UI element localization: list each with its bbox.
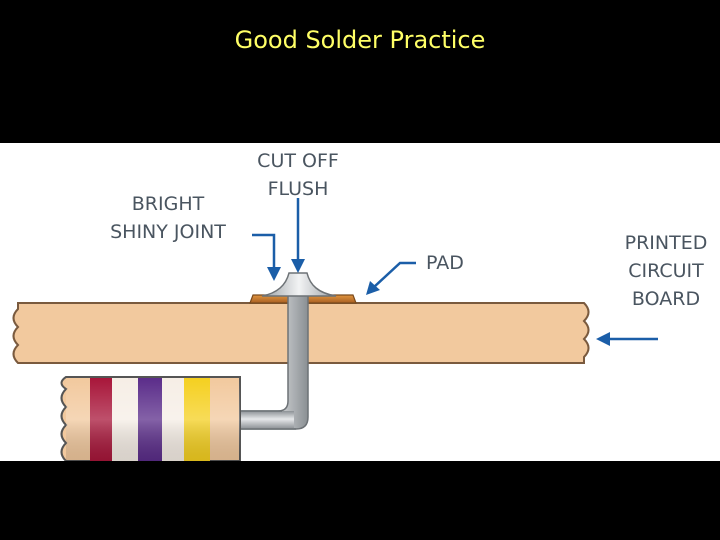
resistor-shading [66, 378, 240, 461]
solder-diagram: CUT OFF FLUSH BRIGHT SHINY JOINT PAD PRI… [0, 143, 720, 461]
label-cut-off-line1: CUT OFF [257, 150, 339, 172]
lead-horizontal [238, 411, 294, 429]
arrow-circuit-board [596, 332, 658, 346]
arrow-bright-joint [252, 233, 281, 281]
label-pcb-line1: PRINTED [625, 232, 708, 254]
label-pad: PAD [426, 252, 464, 274]
slide-title: Good Solder Practice [234, 26, 486, 54]
label-pcb-line2: CIRCUIT [628, 260, 704, 282]
label-pcb-line3: BOARD [632, 288, 700, 310]
label-bright-line1: BRIGHT [132, 193, 205, 215]
label-cut-off-line2: FLUSH [268, 178, 329, 200]
solder-joint [261, 272, 337, 297]
arrow-cut-off [291, 198, 305, 273]
label-bright-line2: SHINY JOINT [110, 221, 226, 243]
solder-diagram-svg: CUT OFF FLUSH BRIGHT SHINY JOINT PAD PRI… [0, 143, 720, 461]
arrow-pad [366, 261, 416, 295]
lead-horizontal-outline [238, 410, 296, 430]
